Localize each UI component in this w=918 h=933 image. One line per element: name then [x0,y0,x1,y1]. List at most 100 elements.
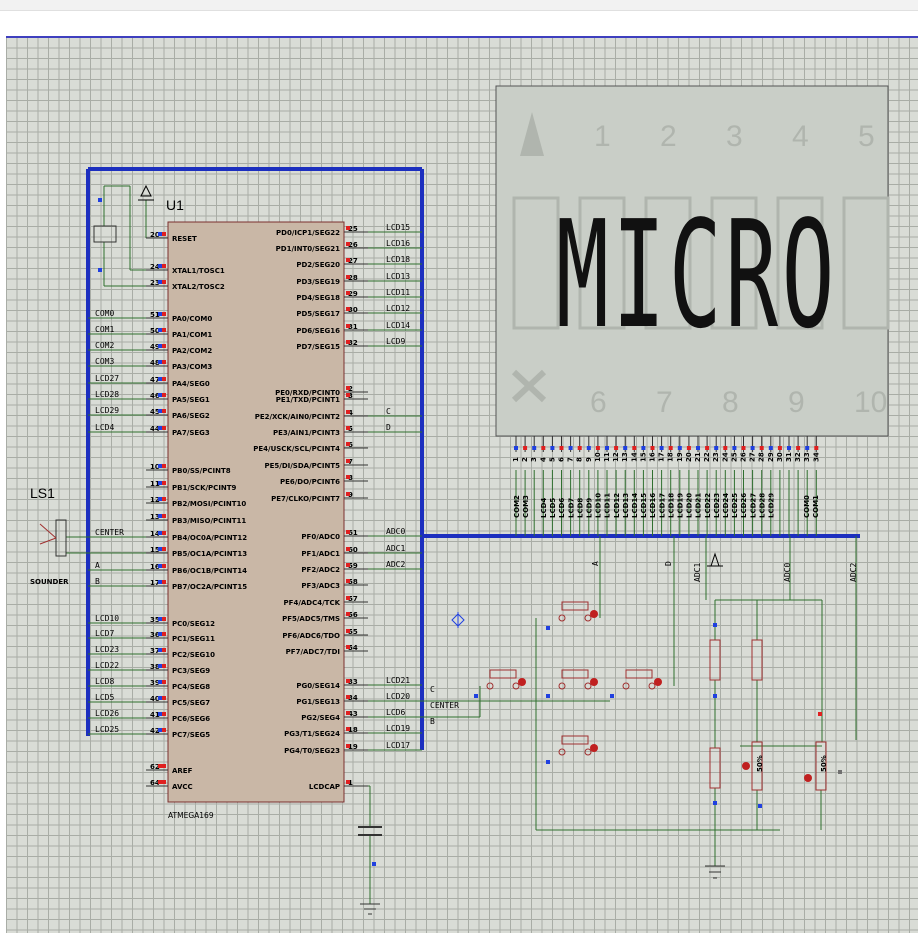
lcd-pin-label: LCD24 [722,493,730,518]
chip-pin-name: PF5/ADC5/TMS [282,615,340,623]
lcd-pin-number: 20 [685,452,693,462]
sounder-ref: LS1 [30,485,55,501]
potentiometer[interactable] [815,741,827,791]
pin-marker-blue [372,862,376,866]
chip-pin-name: PC6/SEG6 [172,715,210,723]
lcd-pin-label: LCD8 [576,498,584,518]
chip-body[interactable] [167,221,345,803]
chip-pin-name: PG4/T0/SEG23 [284,747,340,755]
ground-symbol [705,865,725,879]
lcd-pin-marker [796,446,801,450]
 [626,672,652,678]
components[interactable] [39,184,842,915]
push-button[interactable] [561,601,589,611]
lcd-pin-marker [568,446,573,450]
lcd-pin-label: LCD19 [677,493,685,518]
push-button[interactable] [561,669,589,679]
lcd-pin-label: LCD16 [649,493,657,518]
pin-marker-red [162,377,166,381]
pin-marker-red [346,629,350,633]
chip-pin-name: AREF [172,767,193,775]
switch-contact [558,682,566,690]
chip-pin-number: 7 [348,458,353,466]
chip-pin-number: 41 [150,711,160,719]
lcd-bottom-digit: 8 [722,386,739,419]
chip-pin-name: PE0/RXD/PCINT0 [275,389,340,397]
chip-pin-number: 35 [150,616,160,624]
chip-pin-name: RESET [172,235,197,243]
net-label: A [95,561,100,570]
lcd-pin-marker [623,446,628,450]
potentiometer[interactable] [751,741,763,791]
pin-marker-red [346,492,350,496]
lcd-ghost-segment [776,196,824,330]
pin-marker-blue [98,268,102,272]
net-label: LCD12 [386,304,410,313]
pin-marker-red [346,530,350,534]
push-button[interactable] [625,669,653,679]
sounder[interactable] [55,519,67,557]
chip-pin-name: PB3/MISO/PCINT11 [172,517,246,525]
lcd-pin-marker [677,446,682,450]
capacitor-plate [358,826,382,828]
lcd-pin-marker [768,446,773,450]
pin-marker-red [346,612,350,616]
chip-pin-name: PB0/SS/PCINT8 [172,467,231,475]
chip-pin-number: 6 [348,441,353,449]
switch-contact [584,614,592,622]
pin-marker-blue [158,547,162,551]
chip-pin-name: PF0/ADC0 [301,533,340,541]
net-label: ADC2 [386,560,405,569]
chip-pin-name: PD4/SEG18 [296,294,340,302]
pin-marker-red [158,780,162,784]
chip-pin-name: PB5/OC1A/PCINT13 [172,550,247,558]
net-label: LCD15 [386,223,410,232]
lcd-pin-marker [523,446,528,450]
chip-pin-number: 36 [150,631,160,639]
pin-marker-red [346,307,350,311]
lcd-pin-marker [641,446,646,450]
lcd-pin-number: 2 [521,457,529,462]
chip-pin-number: 18 [348,726,358,734]
pin-marker-red [162,344,166,348]
push-button[interactable] [489,669,517,679]
pin-marker-blue [158,360,162,364]
chip-pin-name: PF6/ADC6/TDO [282,632,340,640]
lcd-ghost-segment [578,196,626,330]
lcd-pin-number: 16 [649,452,657,462]
chip-pin-name: PD1/INT0/SEG21 [276,245,340,253]
resistor[interactable] [751,639,763,681]
window-top-strip [0,0,918,11]
crystal[interactable] [93,225,117,243]
push-button[interactable] [561,735,589,745]
net-label: LCD21 [386,676,410,685]
resistor[interactable] [709,747,721,789]
pin-marker-red [346,410,350,414]
pot-value: 50% [756,755,764,772]
chip-pin-name: PC5/SEG7 [172,699,210,707]
power-terminal [138,184,154,201]
chip-pin-number: 17 [150,579,160,587]
pin-marker-red [162,680,166,684]
chip-pin-name: PE1/TXD/PCINT1 [276,396,340,404]
lcd-pin-label: LCD15 [640,493,648,518]
chip-pin-name: PB1/SCK/PCINT9 [172,484,237,492]
net-label: B [95,577,100,586]
chip-ref-label: U1 [166,197,184,213]
chip-pin-name: PD5/SEG17 [296,310,340,318]
net-label: COM0 [95,309,114,318]
chip-pin-number: 57 [348,595,358,603]
chip-pin-name: PE2/XCK/AIN0/PCINT2 [255,413,340,421]
resistor[interactable] [709,639,721,681]
net-label: LCD4 [95,423,114,432]
chip-pin-number: 2 [348,385,353,393]
lcd-pin-marker [777,446,782,450]
lcd-pin-label: LCD23 [713,493,721,518]
chip-pin-name: PE3/AIN1/PCINT3 [273,429,340,437]
pin-marker-blue [474,694,478,698]
net-label: LCD5 [95,693,114,702]
chip-pin-name: PF2/ADC2 [301,566,340,574]
